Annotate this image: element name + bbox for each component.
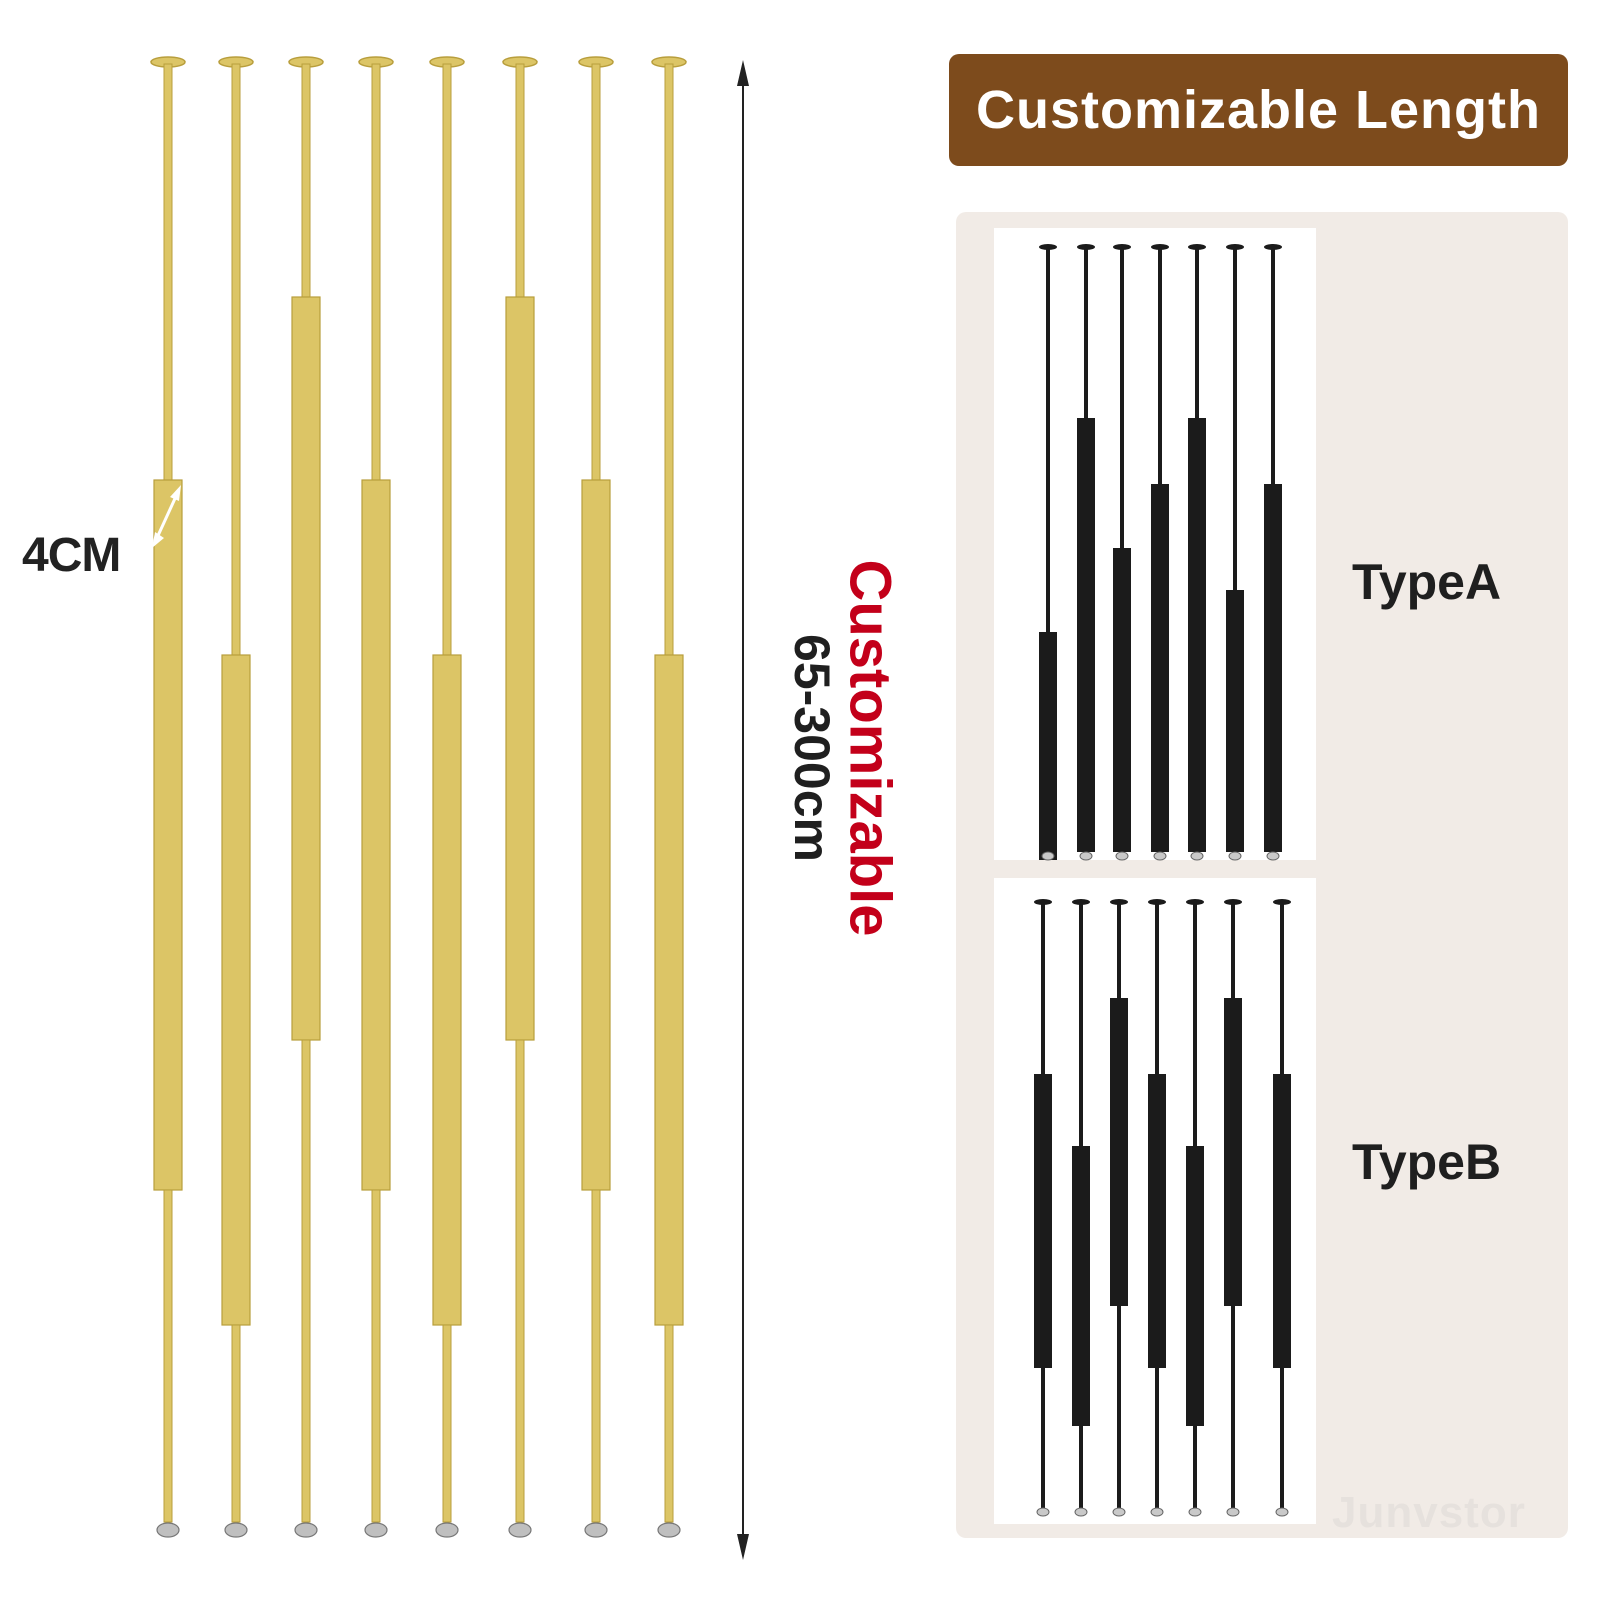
black-rod xyxy=(1226,244,1244,861)
rod-sleeve xyxy=(1188,418,1206,852)
rod-sleeve xyxy=(153,479,183,1191)
rod-foot xyxy=(1153,851,1167,861)
black-rod xyxy=(1273,899,1291,1517)
rod-foot xyxy=(1266,851,1280,861)
black-rod xyxy=(1072,899,1090,1517)
black-rod xyxy=(1186,899,1204,1517)
rod-sleeve xyxy=(1077,418,1095,852)
rod-sleeve xyxy=(1072,1146,1090,1426)
gold-rod xyxy=(218,56,254,1538)
width-arrow-line xyxy=(154,491,180,541)
title-banner: Customizable Length xyxy=(949,54,1568,166)
rod-shaft xyxy=(591,1189,601,1523)
gold-rod xyxy=(358,56,394,1538)
width-label: 4CM xyxy=(22,529,121,582)
black-rod xyxy=(1034,899,1052,1517)
rod-foot xyxy=(1036,1507,1050,1517)
rod-sleeve xyxy=(1039,632,1057,860)
rod-foot xyxy=(657,1522,681,1538)
rod-shaft xyxy=(664,1324,674,1523)
rod-foot xyxy=(1150,1507,1164,1517)
rod-sleeve xyxy=(291,296,321,1041)
rod-foot xyxy=(1112,1507,1126,1517)
rod-foot xyxy=(1188,1507,1202,1517)
rod-shaft xyxy=(1046,247,1050,852)
rod-shaft xyxy=(371,1189,381,1523)
rod-foot xyxy=(1074,1507,1088,1517)
rod-foot xyxy=(1226,1507,1240,1517)
rod-foot xyxy=(1190,851,1204,861)
rod-sleeve xyxy=(432,654,462,1326)
width-arrow-icon xyxy=(152,485,181,548)
rod-shaft xyxy=(301,1039,311,1523)
rod-shaft xyxy=(515,1039,525,1523)
rod-shaft xyxy=(163,1189,173,1523)
black-rod xyxy=(1077,244,1095,861)
rod-sleeve xyxy=(1186,1146,1204,1426)
rod-foot xyxy=(224,1522,248,1538)
rod-foot xyxy=(364,1522,388,1538)
rod-foot xyxy=(1115,851,1129,861)
rod-foot xyxy=(1079,851,1093,861)
black-rod xyxy=(1188,244,1206,861)
rod-sleeve xyxy=(505,296,535,1041)
gold-rod xyxy=(578,56,614,1538)
rod-sleeve xyxy=(1264,484,1282,852)
rod-foot xyxy=(508,1522,532,1538)
rod-sleeve xyxy=(1151,484,1169,852)
rod-foot xyxy=(1275,1507,1289,1517)
rod-foot xyxy=(1041,851,1055,861)
gold-rod xyxy=(651,56,687,1538)
rod-sleeve xyxy=(361,479,391,1191)
rod-foot xyxy=(156,1522,180,1538)
gold-rod-illustration xyxy=(150,56,687,1538)
black-rod xyxy=(1224,899,1242,1517)
rod-foot xyxy=(294,1522,318,1538)
black-rod xyxy=(1039,244,1057,861)
black-rod xyxy=(1264,244,1282,861)
rod-sleeve xyxy=(1224,998,1242,1306)
black-rod xyxy=(1113,244,1131,861)
rod-foot xyxy=(435,1522,459,1538)
width-arrow-head xyxy=(152,532,164,548)
rod-foot xyxy=(1228,851,1242,861)
rod-sleeve xyxy=(221,654,251,1326)
type-a-label: TypeA xyxy=(1352,554,1502,610)
rod-sleeve xyxy=(1226,590,1244,852)
rod-shaft xyxy=(442,1324,452,1523)
gold-rod xyxy=(288,56,324,1538)
length-arrow-icon xyxy=(737,60,749,1560)
rod-sleeve xyxy=(581,479,611,1191)
type-b-label: TypeB xyxy=(1352,1134,1502,1190)
gold-rod xyxy=(150,56,186,1538)
black-rod xyxy=(1151,244,1169,861)
rod-foot xyxy=(584,1522,608,1538)
rod-sleeve xyxy=(1034,1074,1052,1368)
rod-shaft xyxy=(231,1324,241,1523)
black-rod xyxy=(1148,899,1166,1517)
black-rod xyxy=(1110,899,1128,1517)
rod-sleeve xyxy=(1273,1074,1291,1368)
rod-sleeve xyxy=(1110,998,1128,1306)
brand-watermark: Junvstor xyxy=(1332,1488,1526,1537)
rod-sleeve xyxy=(1148,1074,1166,1368)
width-arrow-head xyxy=(170,485,181,501)
gold-rod xyxy=(502,56,538,1538)
rod-sleeve xyxy=(1113,548,1131,852)
rod-shaft xyxy=(1233,247,1237,852)
gold-rod xyxy=(429,56,465,1538)
